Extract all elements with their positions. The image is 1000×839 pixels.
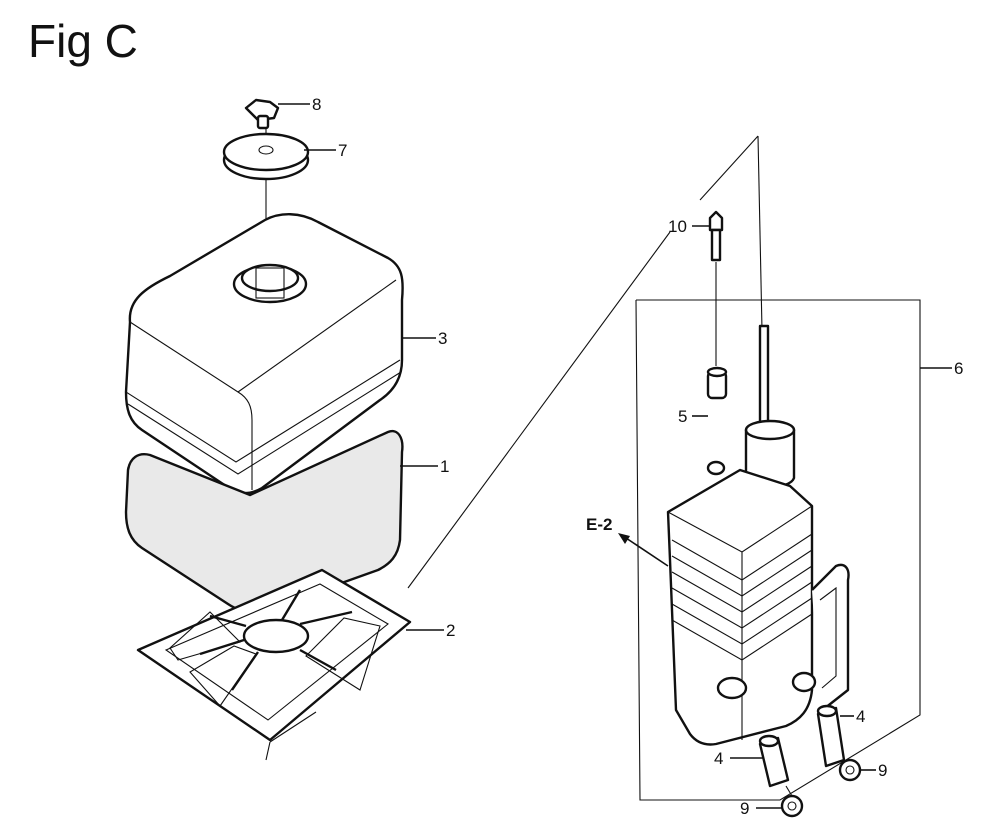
reference-arrow-head bbox=[618, 533, 630, 544]
callout-7: 7 bbox=[338, 141, 347, 160]
wing-nut-part-8 bbox=[244, 98, 280, 130]
nut-part-9-a bbox=[838, 758, 862, 782]
tube-part-4-b bbox=[758, 734, 790, 788]
air-cleaner-case-part-3 bbox=[124, 213, 404, 495]
callout-8: 8 bbox=[312, 95, 321, 114]
bracket-line bbox=[699, 135, 759, 201]
callout-6: 6 bbox=[954, 359, 963, 378]
figure-title: Fig C bbox=[28, 15, 138, 67]
callout-e2-reference: E-2 bbox=[586, 515, 612, 534]
callout-9-b: 9 bbox=[740, 799, 749, 818]
callout-2: 2 bbox=[446, 621, 455, 640]
cover-cap-part-7 bbox=[222, 132, 310, 181]
reference-arrow-line bbox=[625, 537, 669, 567]
callout-5: 5 bbox=[678, 407, 687, 426]
bracket-line bbox=[265, 741, 271, 761]
callout-10: 10 bbox=[668, 217, 687, 236]
assembly-frame-part-6 bbox=[635, 299, 921, 801]
callout-1: 1 bbox=[440, 457, 449, 476]
axis-line bbox=[785, 785, 793, 797]
callout-4-b: 4 bbox=[714, 749, 723, 768]
bracket-line bbox=[269, 711, 317, 743]
air-cleaner-elbow-part-6 bbox=[666, 324, 850, 746]
sleeve-part-5 bbox=[706, 366, 728, 400]
bracket-line bbox=[407, 231, 671, 589]
bracket-line bbox=[757, 135, 763, 331]
callout-4-a: 4 bbox=[856, 707, 865, 726]
nut-part-9-b bbox=[780, 794, 804, 818]
axis-line bbox=[841, 759, 849, 763]
grid-frame-part-2 bbox=[136, 568, 412, 742]
callout-3: 3 bbox=[438, 329, 447, 348]
bolt-part-10 bbox=[708, 210, 724, 262]
callout-9-a: 9 bbox=[878, 761, 887, 780]
tube-part-4-a bbox=[816, 704, 846, 768]
